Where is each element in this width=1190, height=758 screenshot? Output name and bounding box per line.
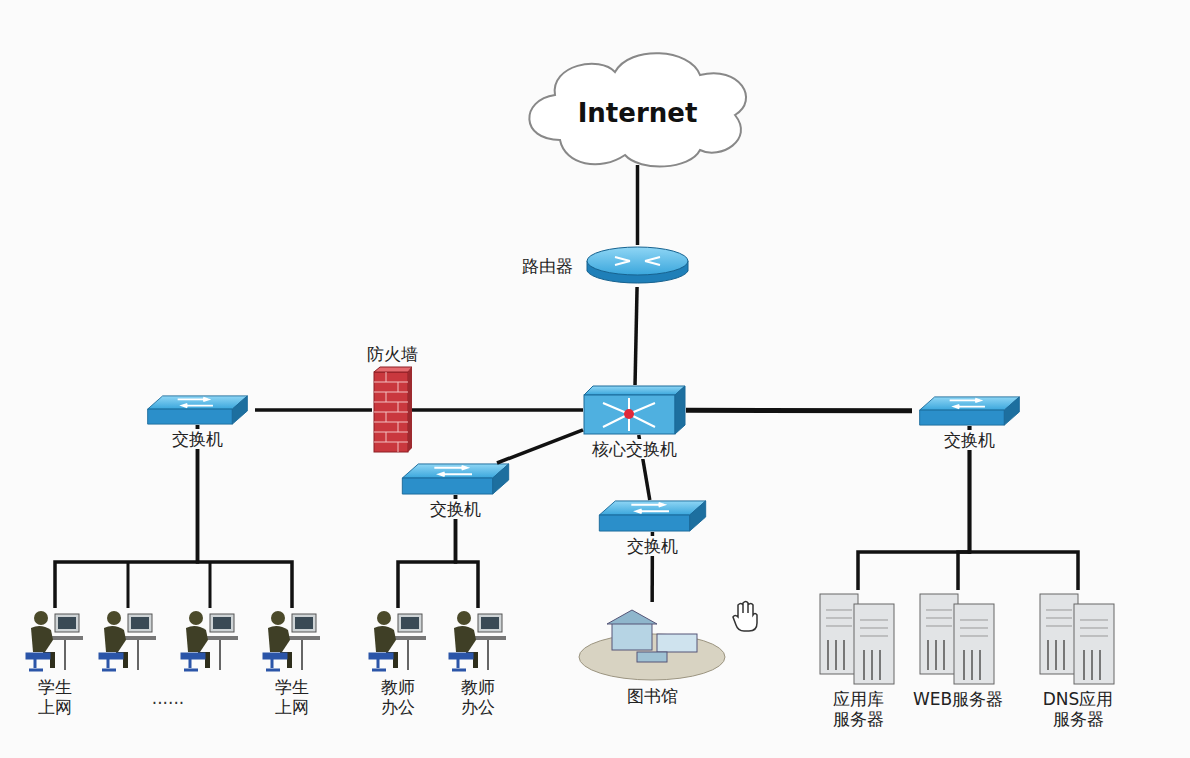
device-label: 核心交换机 (590, 439, 679, 459)
server-node: 应用库 服务器 (818, 590, 898, 685)
library-node: 图书馆 (577, 602, 727, 682)
device-label: 学生 上网 (33, 677, 78, 718)
switch-node: 交换机 (398, 463, 513, 495)
switch-node: 交换机 (595, 500, 710, 532)
network-link (497, 430, 583, 463)
device-label: WEB服务器 (911, 689, 1005, 709)
switch-node: 交换机 (140, 395, 255, 425)
device-label: 教师 办公 (376, 677, 421, 718)
device-label: 交换机 (170, 429, 225, 449)
switch-node: 交换机 (912, 396, 1027, 426)
network-link (637, 165, 638, 245)
core-switch-node: 核心交换机 (583, 385, 686, 435)
device-label: 交换机 (428, 499, 483, 519)
device-label: 教师 办公 (456, 677, 501, 718)
pc-node: 教师 办公 (448, 608, 508, 673)
device-label: 应用库 服务器 (828, 689, 888, 730)
network-link (858, 426, 970, 590)
network-link (255, 410, 372, 411)
firewall-node: 防火墙 (372, 366, 412, 454)
device-label: DNS应用 服务器 (1037, 689, 1119, 730)
router-node: 路由器 (585, 245, 690, 287)
device-label: 图书馆 (625, 686, 680, 706)
device-label: 防火墙 (365, 344, 420, 364)
device-label: 路由器 (520, 256, 575, 276)
network-link (686, 410, 912, 412)
network-link (970, 426, 1079, 590)
server-node: DNS应用 服务器 (1038, 590, 1118, 685)
network-link (198, 425, 293, 608)
server-node: WEB服务器 (918, 590, 998, 685)
pc-node: 教师 办公 (368, 608, 428, 673)
network-link (635, 287, 637, 385)
cloud-label: Internet (530, 60, 745, 165)
device-label: 交换机 (942, 430, 997, 450)
pc-node: 学生 上网 (25, 608, 85, 673)
pc-node: 学生 上网 (262, 608, 322, 673)
device-label: 交换机 (625, 536, 680, 556)
network-link (55, 425, 198, 608)
network-link (412, 410, 583, 411)
ellipsis-label: ...... (152, 688, 184, 708)
cloud-node: Internet (530, 60, 745, 165)
device-label: 学生 上网 (270, 677, 315, 718)
